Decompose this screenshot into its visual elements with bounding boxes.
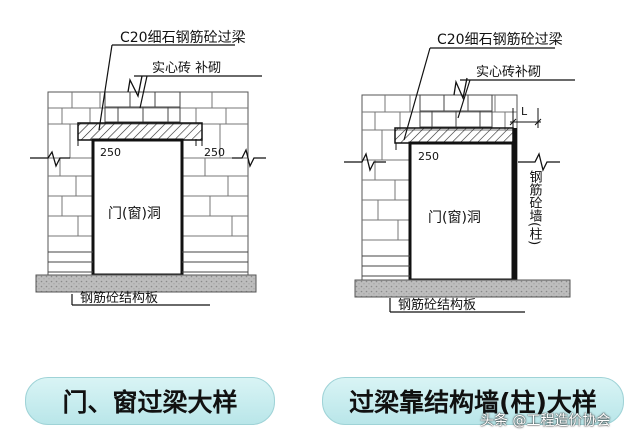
left-caption: 门、窗过梁大样 (25, 377, 275, 425)
left-break-line-right (232, 148, 266, 168)
right-lintel-beam (394, 127, 514, 144)
left-break-line-top (127, 75, 143, 98)
right-structural-column (513, 128, 517, 280)
right-break-line-top (453, 77, 468, 101)
left-infill-bricks (104, 91, 181, 123)
left-slab-label: 钢筋砼结构板 (80, 290, 158, 306)
left-dim-right: 250 (204, 146, 225, 159)
right-caption: 过梁靠结构墙(柱)大样 (322, 377, 624, 425)
right-dim-label: 250 (418, 150, 439, 163)
left-infill-label: 实心砖 补砌 (152, 61, 221, 76)
right-concrete-slab (354, 279, 571, 298)
left-opening-label: 门(窗)洞 (108, 205, 161, 222)
left-beam-label: C20细石钢筋砼过梁 (120, 29, 246, 46)
right-dim-l: L (521, 105, 528, 118)
left-lintel-beam (77, 122, 203, 141)
right-break-line-right (518, 152, 560, 172)
left-door-opening (91, 138, 184, 277)
right-base-bricks (362, 255, 410, 277)
left-base-bricks (48, 251, 248, 273)
right-infill-label: 实心砖补砌 (476, 65, 541, 80)
right-break-line-left (344, 152, 386, 172)
watermark: 头条 @工程造价协会 (480, 413, 611, 429)
left-figure: C20细石钢筋砼过梁 实心砖 补砌 250 250 门(窗)洞 钢筋砼结构板 (30, 29, 266, 306)
right-infill-bricks (419, 94, 493, 128)
right-figure: C20细石钢筋砼过梁 实心砖补砌 250 L 门(窗)洞 钢筋砼墙(柱) 钢筋砼… (344, 31, 575, 313)
right-opening-label: 门(窗)洞 (428, 209, 481, 226)
left-break-line-left (30, 150, 70, 168)
right-door-opening (408, 141, 515, 282)
right-beam-label: C20细石钢筋砼过梁 (437, 31, 563, 48)
right-slab-label: 钢筋砼结构板 (398, 297, 476, 313)
left-dim-left: 250 (100, 146, 121, 159)
left-concrete-slab (35, 274, 257, 293)
right-wall-label: 钢筋砼墙(柱) (527, 170, 543, 245)
